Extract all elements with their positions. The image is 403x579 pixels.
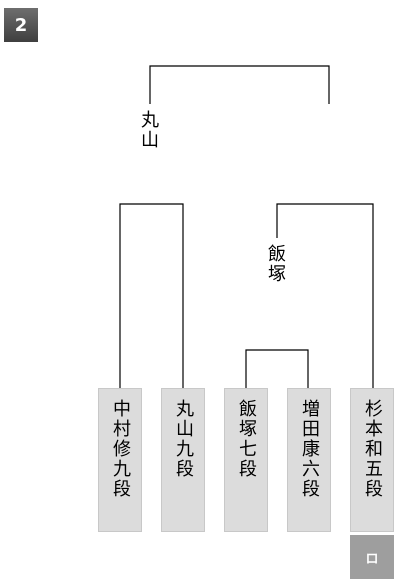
player-card: 杉本和五段 [350,388,394,532]
bye-marker: ロ [350,535,394,579]
final-winner-label: 丸山 [138,110,159,150]
right-semifinal-line [276,203,374,388]
player-name: 増田康六段 [299,399,320,499]
player-name: 飯塚七段 [236,399,257,479]
player-card: 飯塚七段 [224,388,268,532]
left-semifinal-line [119,203,184,388]
player-card: 丸山九段 [161,388,205,532]
player-card: 増田康六段 [287,388,331,532]
player-name: 中村修九段 [110,399,131,499]
round-badge: 2 [4,8,38,42]
player-card: 中村修九段 [98,388,142,532]
semifinal-winner-label: 飯塚 [265,244,286,284]
player-name: 丸山九段 [173,399,194,479]
final-bracket-line [149,65,330,104]
first-round-line [245,349,309,388]
player-name: 杉本和五段 [362,399,383,499]
